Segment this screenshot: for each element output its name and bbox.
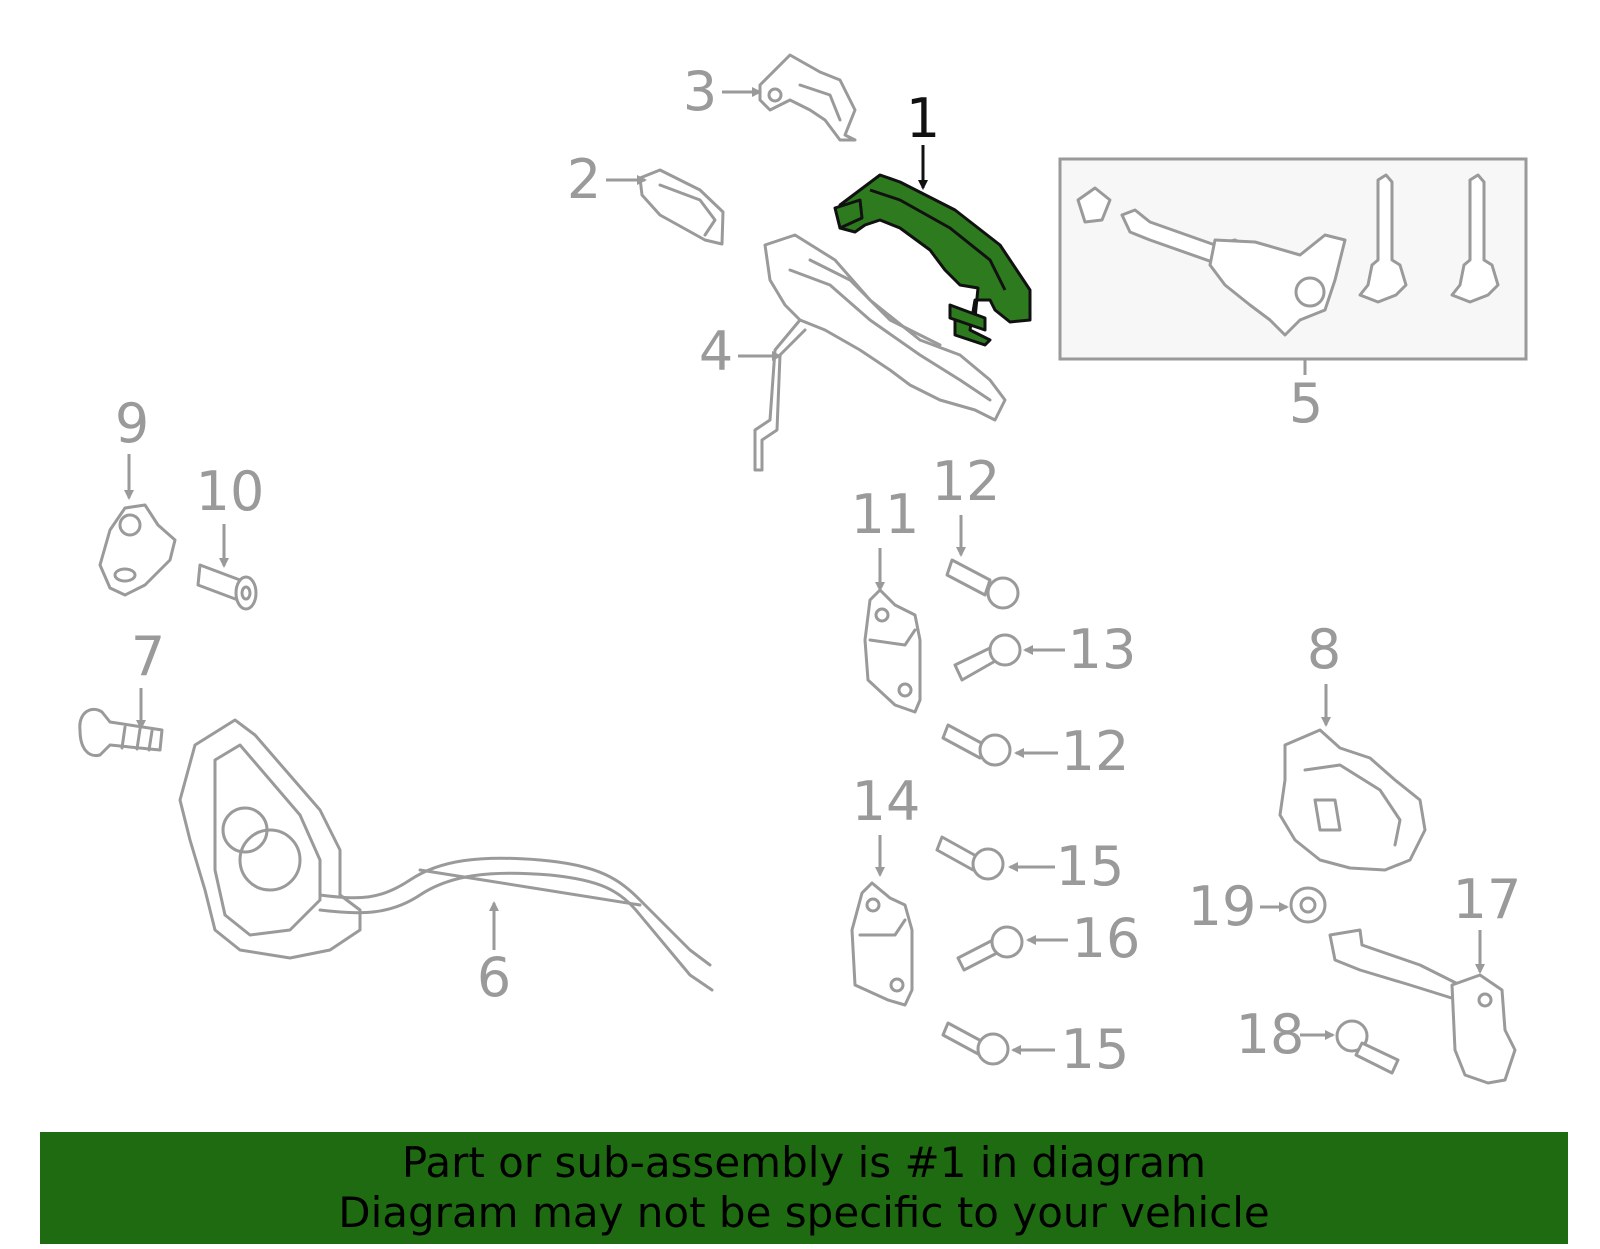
- part-11-upper-hinge[interactable]: [863, 588, 922, 714]
- part-2-pad[interactable]: [638, 168, 725, 246]
- callout-11: 11: [851, 483, 920, 546]
- part-12-bolt-upper[interactable]: [945, 558, 1020, 610]
- part-15-bolt-lower[interactable]: [941, 1021, 1010, 1066]
- callout-12-upper: 12: [932, 450, 1001, 513]
- callout-17: 17: [1453, 868, 1522, 931]
- part-18-bolt[interactable]: [1335, 1019, 1400, 1075]
- part-13-bolt[interactable]: [953, 633, 1022, 682]
- callout-18: 18: [1236, 1003, 1305, 1066]
- part-12-bolt-lower[interactable]: [941, 723, 1012, 767]
- notice-banner: Part or sub-assembly is #1 in diagram Di…: [40, 1132, 1568, 1244]
- part-19-nut[interactable]: [1289, 886, 1327, 924]
- callout-15-upper: 15: [1056, 835, 1125, 898]
- part-1-outside-handle[interactable]: [833, 173, 1032, 347]
- callout-15-lower: 15: [1061, 1018, 1130, 1081]
- leader-arrows: [124, 87, 1485, 1055]
- callout-5: 5: [1289, 372, 1323, 435]
- callout-4: 4: [699, 320, 733, 383]
- callout-8: 8: [1307, 618, 1341, 681]
- callout-3: 3: [683, 60, 717, 123]
- part-6-latch-assembly[interactable]: [178, 718, 714, 992]
- callout-16: 16: [1072, 907, 1141, 970]
- part-16-bolt[interactable]: [956, 925, 1024, 972]
- callout-14: 14: [852, 770, 921, 833]
- part-3-clip[interactable]: [758, 53, 857, 142]
- part-10-bushing[interactable]: [196, 563, 258, 611]
- part-8-latch-cover[interactable]: [1278, 728, 1427, 872]
- callout-19: 19: [1188, 875, 1257, 938]
- part-9-striker[interactable]: [98, 503, 177, 597]
- notice-line-1: Part or sub-assembly is #1 in diagram: [401, 1138, 1207, 1187]
- part-5-lock-cylinder-set[interactable]: [1058, 157, 1528, 375]
- callout-10: 10: [196, 460, 265, 523]
- part-14-lower-hinge[interactable]: [850, 881, 914, 1007]
- part-15-bolt-upper[interactable]: [935, 835, 1005, 881]
- callout-2: 2: [567, 148, 601, 211]
- callout-12-lower: 12: [1061, 720, 1130, 783]
- callout-1: 1: [906, 87, 940, 150]
- part-7-screw[interactable]: [78, 707, 164, 758]
- notice-line-2: Diagram may not be specific to your vehi…: [338, 1188, 1270, 1237]
- callout-6: 6: [477, 946, 511, 1009]
- callout-13: 13: [1068, 618, 1137, 681]
- callout-labels: 1 2 3 4 5 6 7 8 9 10 11 12 13 12 14 15 1…: [115, 60, 1522, 1081]
- callout-9: 9: [115, 392, 149, 455]
- callout-7: 7: [131, 625, 165, 688]
- part-4-frame[interactable]: [753, 233, 1007, 472]
- part-17-door-check[interactable]: [1328, 928, 1517, 1085]
